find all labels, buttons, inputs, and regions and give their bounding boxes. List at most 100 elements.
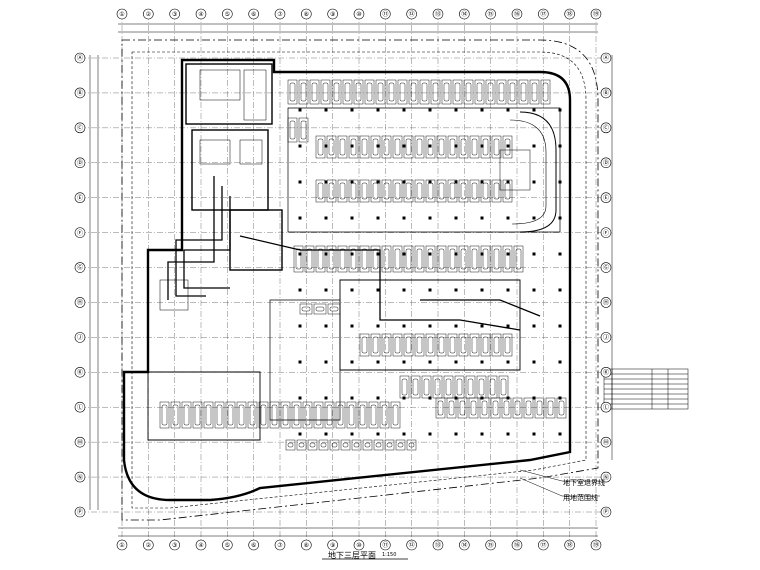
- parking-stall: [491, 245, 502, 273]
- column: [506, 324, 510, 328]
- grid-bubble: ④: [195, 8, 207, 20]
- vehicle-ramp: [519, 111, 557, 233]
- parking-stall: [425, 333, 436, 357]
- grid-bubble: ⑧: [301, 539, 312, 551]
- parking-stall: [379, 401, 390, 429]
- parking-stall: [529, 79, 540, 105]
- grid-bubble: ①: [116, 539, 128, 551]
- parking-stall: [192, 401, 203, 429]
- grid-bubble: Ⓕ: [74, 227, 86, 238]
- svg-text:⑩: ⑩: [356, 11, 361, 18]
- column: [376, 216, 380, 220]
- svg-text:Ⓑ: Ⓑ: [77, 89, 83, 97]
- svg-text:②: ②: [146, 542, 152, 549]
- parking-stall: [159, 401, 170, 429]
- dimension-lines: [89, 23, 613, 537]
- parking-stall: [491, 333, 502, 357]
- column: [532, 252, 536, 256]
- column: [532, 396, 536, 400]
- parking-stall: [280, 401, 291, 429]
- parking-stall: [386, 79, 397, 105]
- grid-bubble: Ⓟ: [600, 506, 612, 518]
- parking-stall: [302, 401, 313, 429]
- column: [324, 360, 328, 364]
- parking-stall: [298, 79, 309, 105]
- column: [376, 252, 380, 256]
- parking-stall: [335, 401, 346, 429]
- parking-stall: [545, 397, 556, 419]
- svg-text:⑤: ⑤: [225, 11, 230, 18]
- grid-bubble: Ⓜ: [600, 436, 612, 448]
- column: [558, 180, 562, 184]
- parking-stall: [353, 79, 364, 105]
- grid-bubble: ⑨: [327, 539, 338, 551]
- parking-stall: [397, 79, 408, 105]
- parking-stall: [381, 333, 392, 357]
- grid-bubble: Ⓝ: [74, 471, 86, 483]
- parking-stall: [430, 79, 441, 105]
- parking-stall: [392, 135, 403, 159]
- parking-stall: [291, 401, 302, 429]
- svg-text:④: ④: [198, 542, 203, 549]
- legend-label-site-boundary: 用地范围线: [563, 494, 598, 502]
- column: [532, 432, 536, 436]
- grid-bubble: Ⓚ: [600, 367, 612, 378]
- column: [480, 216, 484, 220]
- svg-text:⑭: ⑭: [461, 541, 467, 549]
- svg-text:⑮: ⑮: [488, 10, 494, 18]
- parking-stall: [359, 179, 370, 203]
- grid-bubble: Ⓕ: [600, 227, 612, 238]
- parking-stall: [446, 397, 457, 419]
- svg-text:①: ①: [119, 542, 124, 549]
- svg-text:⑤: ⑤: [225, 542, 230, 549]
- parking-stall: [181, 401, 192, 429]
- grid-bubble: Ⓒ: [600, 122, 612, 134]
- parking-stall: [480, 245, 491, 273]
- column: [532, 288, 536, 292]
- svg-text:⑬: ⑬: [435, 10, 441, 18]
- parking-stall: [318, 439, 329, 451]
- svg-text:Ⓛ: Ⓛ: [77, 403, 83, 411]
- parking-stall: [170, 401, 181, 429]
- column: [402, 108, 406, 112]
- grid-bubble: ⑤: [222, 8, 233, 20]
- column: [376, 360, 380, 364]
- grid-bubble: ⑮: [485, 8, 496, 20]
- parking-stall: [414, 333, 425, 357]
- parking-stall: [392, 179, 403, 203]
- column: [454, 216, 458, 220]
- parking-stall: [269, 401, 280, 429]
- column: [402, 288, 406, 292]
- parking-stall: [496, 79, 507, 105]
- svg-text:Ⓐ: Ⓐ: [603, 54, 609, 62]
- grid-bubble: ③: [169, 539, 180, 551]
- svg-text:⑱: ⑱: [567, 10, 573, 18]
- column: [506, 288, 510, 292]
- mep-service-runs: [167, 176, 541, 331]
- svg-text:Ⓚ: Ⓚ: [603, 369, 609, 377]
- parking-stall: [351, 439, 362, 451]
- parking-stall: [392, 245, 403, 273]
- column: [402, 252, 406, 256]
- parking-stall: [463, 79, 474, 105]
- svg-text:Ⓒ: Ⓒ: [77, 124, 83, 132]
- column: [376, 432, 380, 436]
- column: [454, 108, 458, 112]
- parking-stall: [502, 135, 513, 159]
- parking-stall: [315, 245, 326, 273]
- svg-text:⑦: ⑦: [277, 11, 283, 18]
- column: [506, 180, 510, 184]
- parking-stall: [432, 375, 443, 399]
- column: [376, 144, 380, 148]
- grid-bubble: Ⓔ: [74, 192, 86, 203]
- svg-text:③: ③: [172, 11, 177, 18]
- parking-stall: [457, 397, 468, 419]
- parking-stall: [403, 333, 414, 357]
- svg-text:Ⓖ: Ⓖ: [603, 264, 609, 272]
- parking-stall: [359, 333, 370, 357]
- parking-stall: [287, 79, 298, 105]
- parking-stall: [458, 245, 469, 273]
- parking-stall: [359, 245, 370, 273]
- column: [506, 252, 510, 256]
